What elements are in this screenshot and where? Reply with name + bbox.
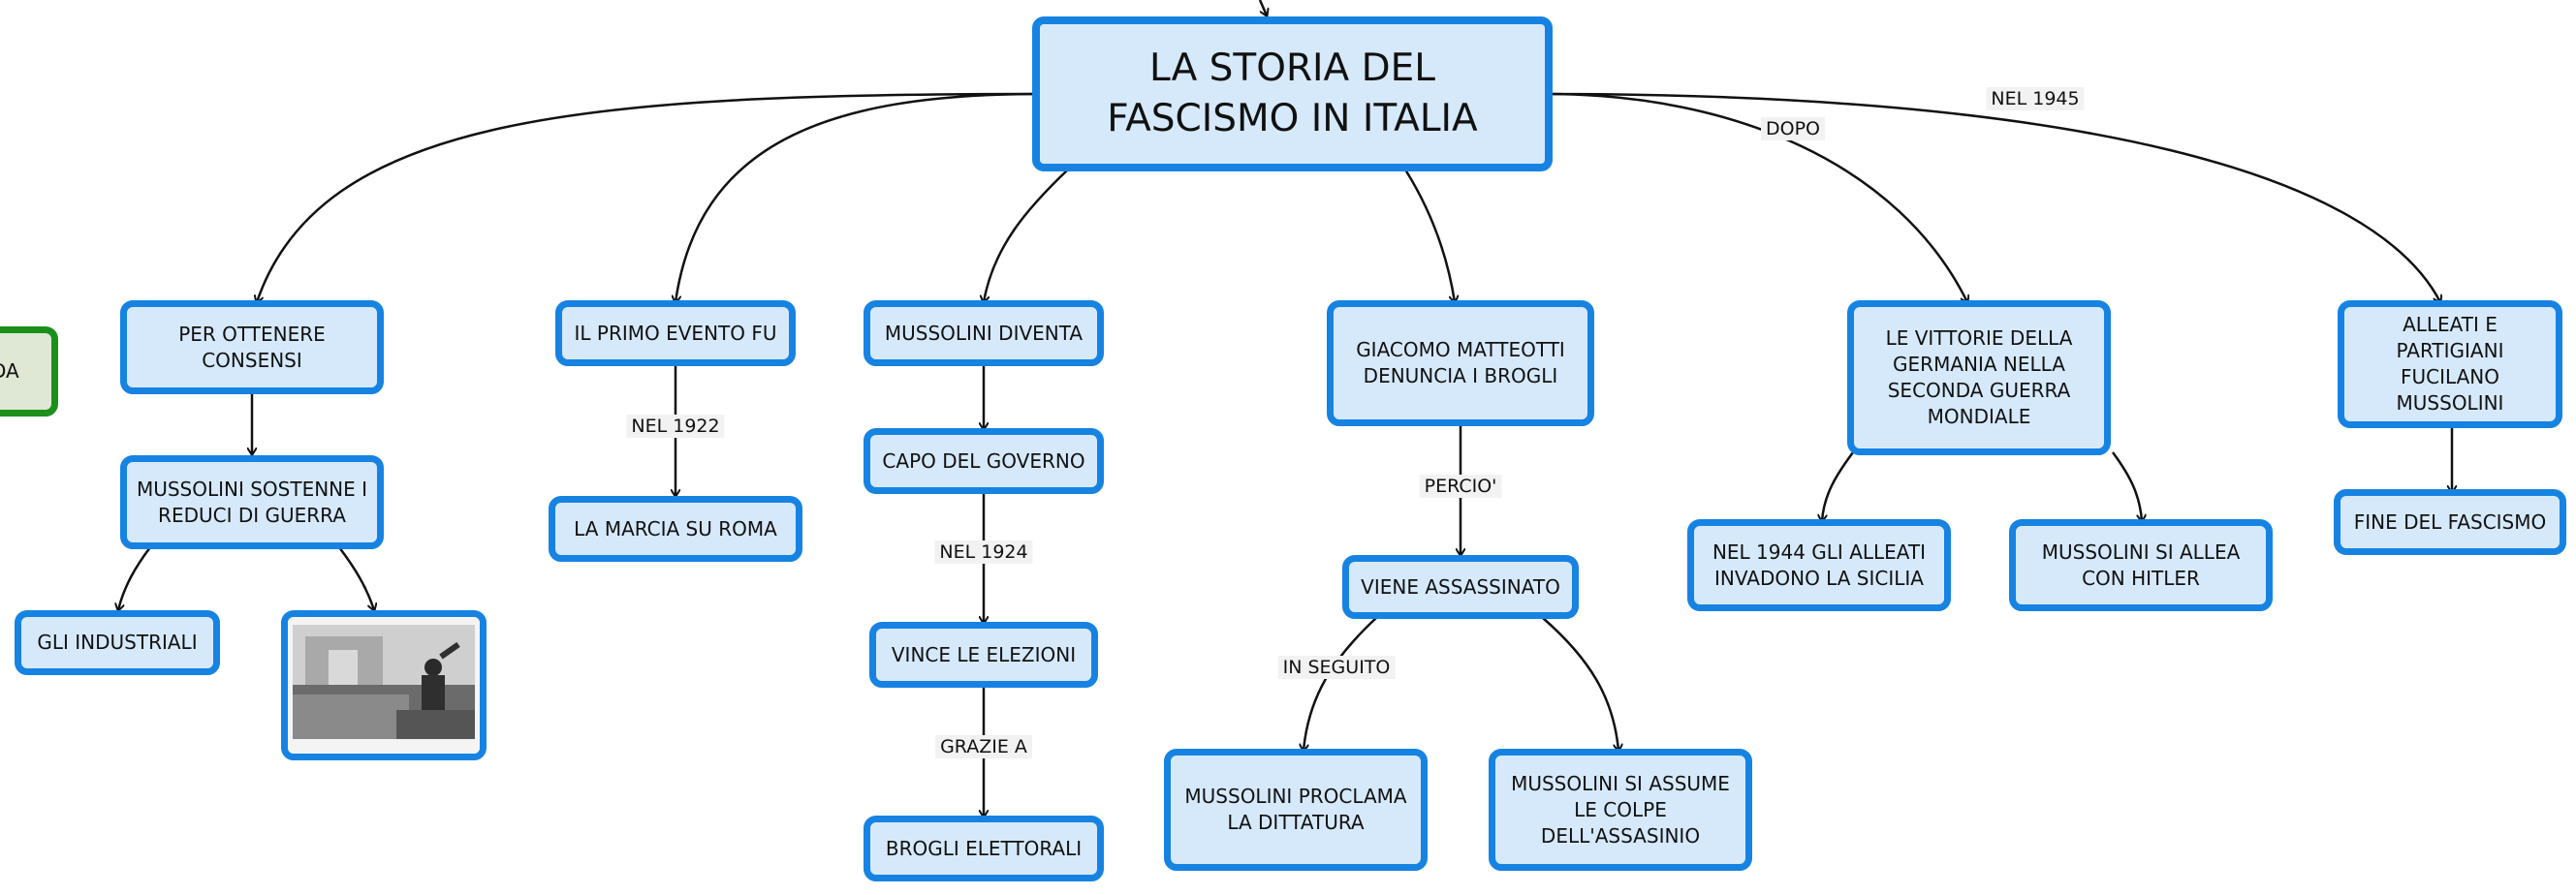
edge-title-consensi [257,92,1040,302]
node-mussolini-proclama-dittatura[interactable]: MUSSOLINI PROCLAMA LA DITTATURA [1164,749,1428,871]
edge-title-matteotti [1403,169,1455,302]
node-label: MUSSOLINI SOSTENNE I REDUCI DI GUERRA [136,477,368,527]
node-label: GIACOMO MATTEOTTI DENUNCIA I BROGLI [1356,338,1565,387]
node-viene-assassinato[interactable]: VIENE ASSASSINATO [1342,555,1579,619]
edge-title-vittorie [1545,92,1967,302]
node-label: MUSSOLINI SI ASSUME LE COLPE DELL'ASSASI… [1511,771,1730,848]
node-nel-1944-sicilia[interactable]: NEL 1944 GLI ALLEATI INVADONO LA SICILIA [1687,519,1951,611]
node-fine-del-fascismo[interactable]: FINE DEL FASCISMO [2334,489,2566,555]
edge-title-primo [675,92,1040,302]
edge-label-in-seguito: IN SEGUITO [1277,656,1396,679]
edge-title-partigiani [1545,92,2440,302]
photo-node[interactable] [281,610,487,760]
node-per-ottenere-consensi[interactable]: PER OTTENERE CONSENSI [120,300,384,394]
edge-reduci-photo [337,546,374,610]
node-label: BROGLI ELETTORALI [885,836,1083,860]
node-mussolini-allea-hitler[interactable]: MUSSOLINI SI ALLEA CON HITLER [2009,519,2273,611]
node-label: MUSSOLINI DIVENTA [884,321,1084,345]
photo-icon [288,617,480,754]
edge-label-dopo: DOPO [1761,117,1825,140]
edge-label-percio: PERCIO' [1419,475,1502,498]
edge-label-grazie-a: GRAZIE A [935,735,1032,758]
edge-assassinato-dittatura [1304,617,1377,751]
node-label: GLI INDUSTRIALI [37,631,198,654]
page-title: LA STORIA DEL FASCISMO IN ITALIA [1107,46,1478,140]
edge-vittorie-hitler [2111,451,2142,521]
edge-reduci-industriali [118,546,152,610]
edge-label-nel-1922: NEL 1922 [626,415,725,438]
partial-node-label: DA [0,359,19,383]
node-gli-industriali[interactable]: GLI INDUSTRIALI [15,610,220,675]
node-mussolini-sostenne-reduci[interactable]: MUSSOLINI SOSTENNE I REDUCI DI GUERRA [120,455,384,549]
edge-incoming-top [1258,0,1267,15]
node-label: MUSSOLINI PROCLAMA LA DITTATURA [1184,785,1407,834]
node-mussolini-assume-colpe[interactable]: MUSSOLINI SI ASSUME LE COLPE DELL'ASSASI… [1489,749,1752,871]
node-label: NEL 1944 GLI ALLEATI INVADONO LA SICILIA [1712,540,1927,590]
edge-assassinato-colpe [1542,617,1618,751]
node-alleati-partigiani[interactable]: ALLEATI E PARTIGIANI FUCILANO MUSSOLINI [2338,300,2562,428]
edge-vittorie-sicilia [1822,451,1855,521]
node-label: LE VITTORIE DELLA GERMANIA NELLA SECONDA… [1885,326,2073,428]
node-giacomo-matteotti[interactable]: GIACOMO MATTEOTTI DENUNCIA I BROGLI [1327,300,1594,426]
node-label: ALLEATI E PARTIGIANI FUCILANO MUSSOLINI [2396,313,2504,415]
edge-label-nel-1924: NEL 1924 [934,540,1033,564]
node-mussolini-diventa[interactable]: MUSSOLINI DIVENTA [864,300,1104,366]
node-capo-del-governo[interactable]: CAPO DEL GOVERNO [864,428,1104,494]
node-label: PER OTTENERE CONSENSI [178,322,326,372]
node-il-primo-evento[interactable]: IL PRIMO EVENTO FU [555,300,796,366]
node-label: CAPO DEL GOVERNO [882,448,1085,473]
node-vittorie-germania[interactable]: LE VITTORIE DELLA GERMANIA NELLA SECONDA… [1847,300,2111,455]
title-node[interactable]: LA STORIA DEL FASCISMO IN ITALIA [1032,16,1553,171]
node-brogli-elettorali[interactable]: BROGLI ELETTORALI [864,816,1104,881]
node-vince-le-elezioni[interactable]: VINCE LE ELEZIONI [869,622,1098,688]
edge-title-diventa [984,169,1069,302]
edge-label-nel-1945: NEL 1945 [1986,87,2085,110]
node-label: VINCE LE ELEZIONI [891,642,1077,666]
node-label: MUSSOLINI SI ALLEA CON HITLER [2041,540,2241,590]
node-la-marcia-su-roma[interactable]: LA MARCIA SU ROMA [549,496,802,562]
node-label: IL PRIMO EVENTO FU [574,321,777,345]
partial-node-left[interactable]: DA [0,326,58,417]
node-label: VIENE ASSASSINATO [1361,574,1560,599]
node-label: LA MARCIA SU ROMA [574,516,777,540]
node-label: FINE DEL FASCISMO [2353,509,2547,534]
